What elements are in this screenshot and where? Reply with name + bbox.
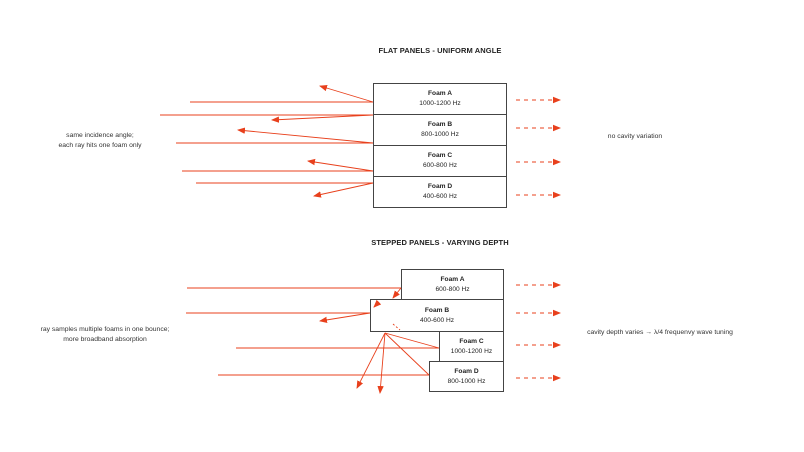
flat-ray-e-reflected — [313, 182, 374, 198]
panel-range: 600-800 Hz — [435, 285, 470, 293]
flat-ray-c-reflected — [237, 127, 374, 144]
panel-range: 1000-1200 Hz — [419, 100, 461, 107]
stepped-ray-b-reflected — [319, 312, 371, 324]
flat-ray-d-reflected — [307, 158, 374, 172]
panel-name: Foam D — [427, 183, 453, 190]
stepped-ray-scatter-a — [373, 299, 382, 308]
panel-name: Foam C — [427, 152, 453, 159]
stepped-ray-c-reflected — [384, 332, 440, 349]
panel-range: 400-600 Hz — [422, 193, 458, 200]
panel-name: Foam A — [428, 90, 452, 97]
stepped-panels-title: STEPPED PANELS - VARYING DEPTH — [371, 238, 509, 247]
stepped-ray-d-reflected — [384, 332, 430, 376]
flat-ray-b-reflected — [271, 114, 374, 123]
stepped-ray-a-reflected — [392, 287, 402, 299]
flat-panel-foam-b: Foam B 800-1000 Hz — [373, 114, 507, 146]
panel-range: 800-1000 Hz — [447, 377, 486, 385]
stepped-panel-foam-d: Foam D 800-1000 Hz — [429, 361, 504, 392]
flat-left-note-line-1: same incidence angle; — [66, 132, 134, 139]
panel-range: 800-1000 Hz — [421, 131, 459, 138]
stepped-panel-foam-b: Foam B 400-600 Hz — [370, 299, 504, 332]
panel-range: 400-600 Hz — [419, 316, 455, 324]
flat-right-note: no cavity variation — [607, 133, 663, 140]
stepped-ray-down-1 — [377, 332, 386, 394]
panel-name: Foam B — [424, 306, 450, 314]
panel-name: Foam C — [459, 337, 484, 345]
flat-left-note: same incidence angle; each ray hits one … — [40, 131, 160, 151]
stepped-ray-down-2 — [356, 332, 386, 389]
flat-left-note-line-2: each ray hits one foam only — [58, 142, 142, 149]
panel-range: 600-800 Hz — [422, 162, 458, 169]
stepped-right-note: cavity depth varies → λ/4 frequenvy wave… — [587, 329, 733, 336]
flat-ray-a-reflected — [319, 84, 374, 103]
stepped-left-note-line-1: ray samples multiple foams in one bounce… — [40, 326, 170, 333]
panel-name: Foam B — [427, 121, 453, 128]
panel-name: Foam D — [454, 367, 479, 375]
stepped-panel-foam-a: Foam A 600-800 Hz — [401, 269, 504, 300]
flat-panel-foam-d: Foam D 400-600 Hz — [373, 176, 507, 208]
stepped-ray-scatter-b — [392, 323, 401, 331]
panel-range: 1000-1200 Hz — [450, 347, 493, 355]
panel-name: Foam A — [440, 275, 465, 283]
stepped-left-note-line-2: more broadband absorption — [63, 336, 147, 343]
flat-panels-title: FLAT PANELS - UNIFORM ANGLE — [378, 46, 502, 55]
stepped-left-note: ray samples multiple foams in one bounce… — [20, 325, 190, 345]
